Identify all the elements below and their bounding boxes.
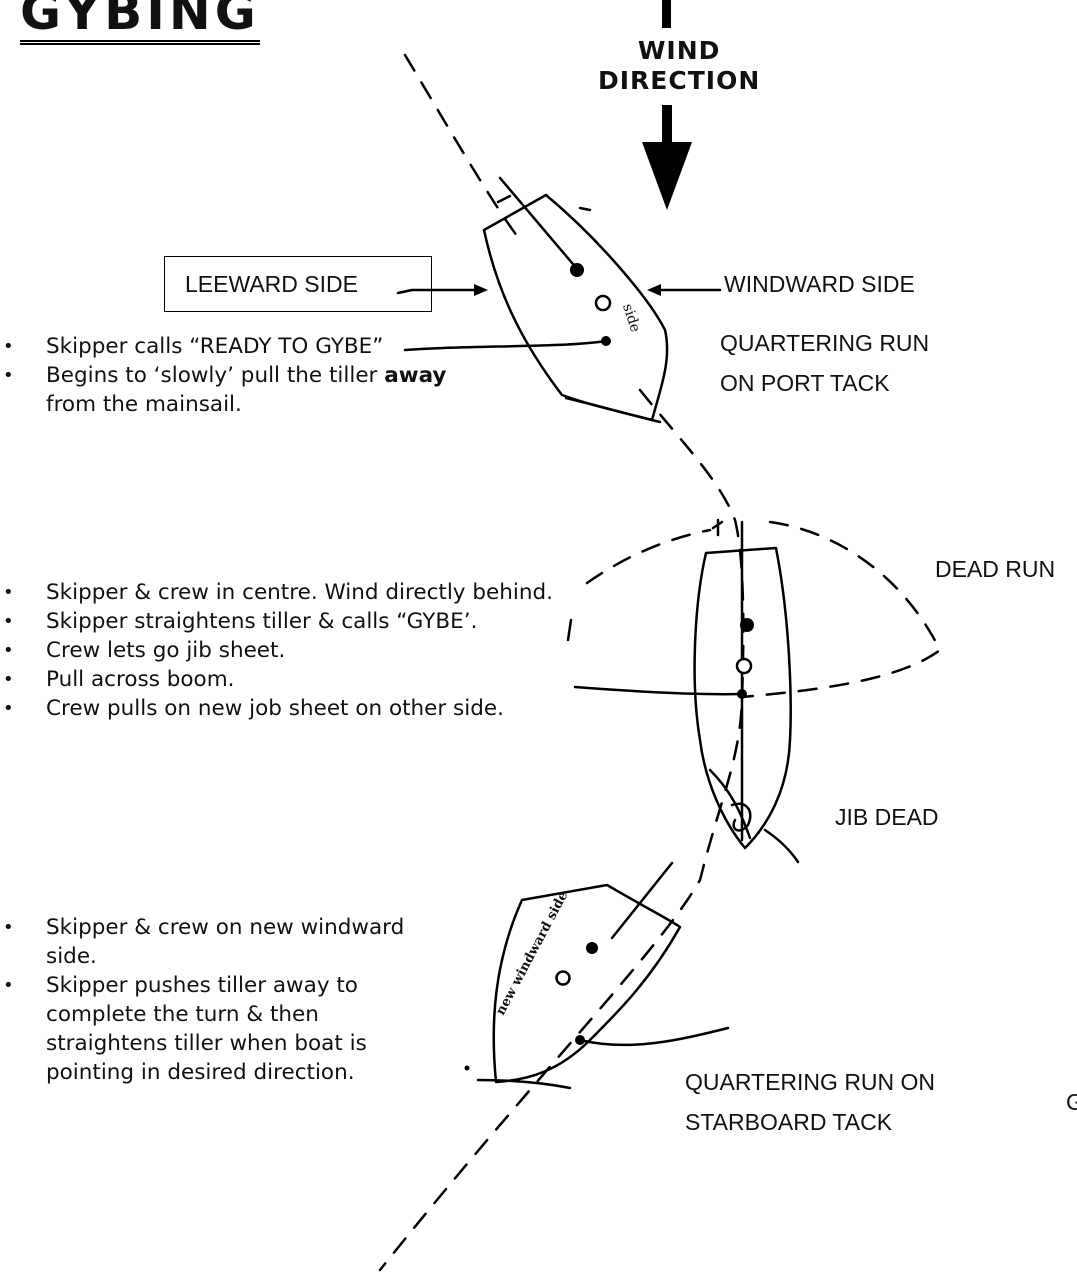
- step-bottom-1: Skipper & crew on new windward side.: [0, 913, 420, 971]
- step-middle-2: Skipper straightens tiller & calls “GYBE…: [0, 607, 575, 636]
- step-middle-5: Crew pulls on new job sheet on other sid…: [0, 694, 575, 723]
- steps-top-list: Skipper calls “READY TO GYBE” Begins to …: [0, 332, 470, 419]
- step-middle-4: Pull across boom.: [0, 665, 575, 694]
- wind-arrow: [642, 0, 692, 210]
- windward-side-label: WINDWARD SIDE: [724, 271, 915, 297]
- page-title: GYBING: [20, 0, 260, 45]
- windward-arrow: [647, 284, 722, 296]
- quartering-port-label-2: ON PORT TACK: [720, 370, 890, 396]
- step-top-2-text: Begins to ‘slowly’ pull the tiller away …: [46, 363, 447, 417]
- leeward-side-label: LEEWARD SIDE: [185, 271, 358, 297]
- leeward-side-box: LEEWARD SIDE: [164, 256, 432, 312]
- steps-bottom-list: Skipper & crew on new windward side. Ski…: [0, 913, 420, 1087]
- wind-label-line1: WIND: [637, 36, 721, 65]
- step-bottom-2: Skipper pushes tiller away to complete t…: [0, 971, 420, 1087]
- leeward-arrow: [396, 284, 488, 296]
- steps-middle-list: Skipper & crew in centre. Wind directly …: [0, 578, 575, 723]
- course-line: [378, 53, 745, 1272]
- emphasis-away: away: [384, 363, 447, 388]
- step-middle-1: Skipper & crew in centre. Wind directly …: [0, 578, 575, 607]
- quartering-port-label-1: QUARTERING RUN: [720, 330, 930, 356]
- cut-letter: G: [1066, 1089, 1077, 1115]
- wind-label-line2: DIRECTION: [598, 66, 761, 95]
- quartering-starboard-label-2: STARBOARD TACK: [685, 1109, 893, 1135]
- quartering-starboard-label-1: QUARTERING RUN ON: [685, 1069, 936, 1095]
- step-top-2: Begins to ‘slowly’ pull the tiller away …: [0, 361, 470, 419]
- step-middle-3: Crew lets go jib sheet.: [0, 636, 575, 665]
- boat-starboard-tack: [464, 861, 730, 1090]
- boat-dead-run: [566, 518, 942, 864]
- wind-label: WIND DIRECTION: [598, 36, 760, 96]
- jib-dead-label: JIB DEAD: [835, 804, 939, 830]
- step-top-1: Skipper calls “READY TO GYBE”: [0, 332, 470, 361]
- dead-run-label: DEAD RUN: [935, 556, 1056, 582]
